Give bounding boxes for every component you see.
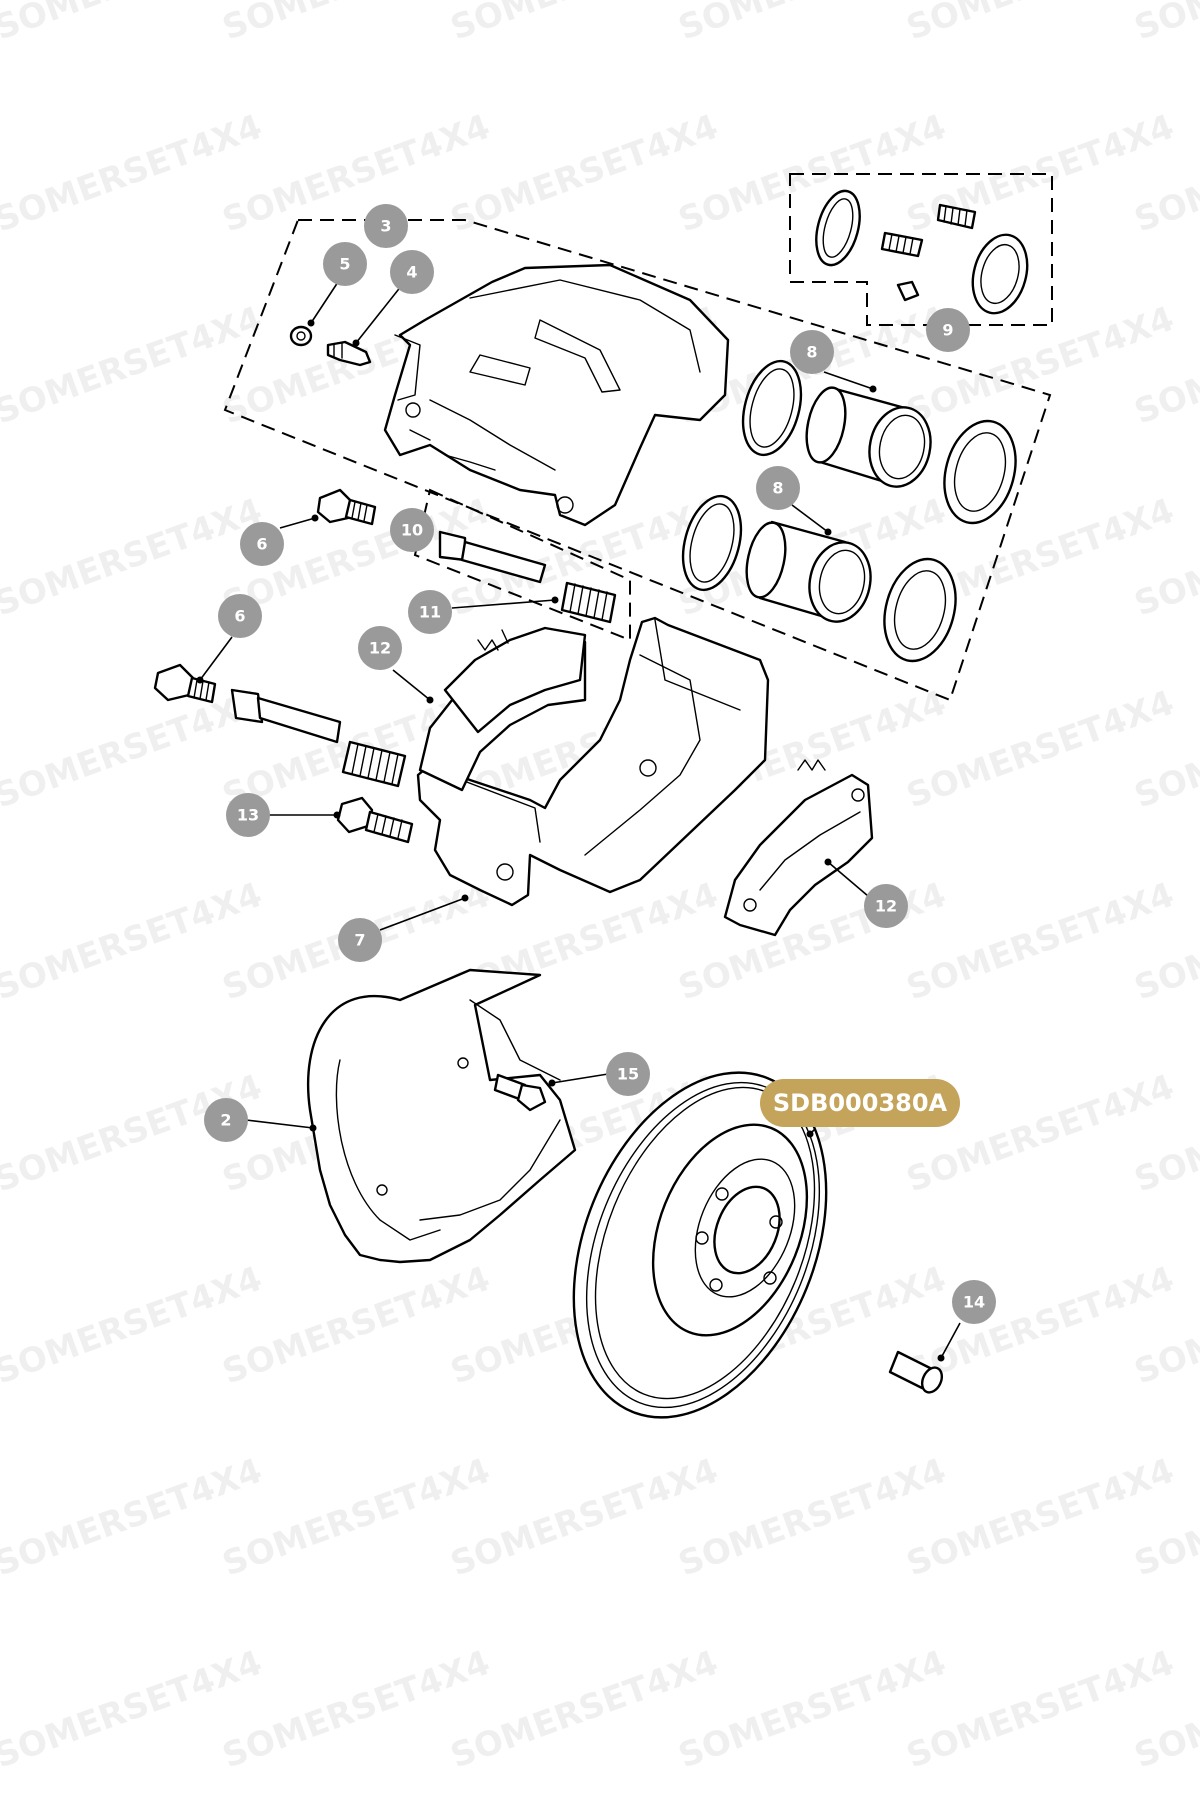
callout-7-label: 7 [354,931,365,950]
callout-8b-label: 8 [772,479,783,498]
callout-12b: 12 [864,884,908,928]
diagram-code-text: SDB000380A [773,1089,948,1117]
callout-13-label: 13 [237,806,259,825]
bleed-cap [289,325,313,347]
callout-15-label: 15 [617,1065,639,1084]
callout-layer: 3 5 4 9 8 8 6 10 11 6 12 13 7 12 15 2 14 [204,204,996,1324]
callout-6a: 6 [240,522,284,566]
callout-7: 7 [338,918,382,962]
callout-8b: 8 [756,466,800,510]
callout-9-label: 9 [942,321,953,340]
spring-upper [560,581,617,624]
callout-12a-label: 12 [369,639,391,658]
brake-disc [572,1071,828,1419]
callout-9: 9 [926,308,970,352]
backing-plate [306,968,577,1264]
guide-pin-lower [230,688,342,744]
diagram-code-badge: SDB000380A [760,1079,960,1127]
callout-6b-label: 6 [234,607,245,626]
brake-pad-outer [723,759,874,937]
callout-14-label: 14 [963,1293,985,1312]
callout-8a: 8 [790,330,834,374]
callout-6a-label: 6 [256,535,267,554]
caliper-kit-outline [223,219,1052,702]
callout-8a-label: 8 [806,343,817,362]
spring-lower [341,740,407,788]
piston-lower [745,520,872,623]
callout-4: 4 [390,250,434,294]
callout-2: 2 [204,1098,248,1142]
watermark-text: SOMERSET4X4 [1129,0,1200,48]
bolt-lower [153,663,217,704]
piston-upper [805,386,932,488]
bolt-15 [493,1073,547,1112]
bleed-screw [326,340,372,367]
caliper-carrier [416,616,770,907]
brake-pad-inner [418,626,587,792]
dust-seal-lower [883,557,957,663]
callout-6b: 6 [218,594,262,638]
seal-kit-parts [815,189,1029,315]
bolt-upper [316,488,377,526]
piston-seal-lower [681,494,743,592]
callout-2-label: 2 [220,1111,231,1130]
callout-3: 3 [364,204,408,248]
callout-5: 5 [323,242,367,286]
callout-14: 14 [952,1280,996,1324]
callout-10-label: 10 [401,521,423,540]
leader-lines [196,281,961,1362]
callout-12a: 12 [358,626,402,670]
callout-3-label: 3 [380,217,391,236]
seal-kit-outline [789,173,1053,326]
callout-4-label: 4 [406,263,417,282]
piston-seal-upper [741,359,803,457]
callout-11-label: 11 [419,603,441,622]
callout-12b-label: 12 [875,897,897,916]
callout-11: 11 [408,590,452,634]
callout-10: 10 [390,508,434,552]
callout-5-label: 5 [339,255,350,274]
dust-seal-upper [943,419,1017,525]
callout-15: 15 [606,1052,650,1096]
callout-13: 13 [226,793,270,837]
disc-screw [888,1350,944,1394]
guide-pin-upper [438,530,547,584]
bolt-13 [336,796,414,844]
caliper-body [383,263,730,527]
